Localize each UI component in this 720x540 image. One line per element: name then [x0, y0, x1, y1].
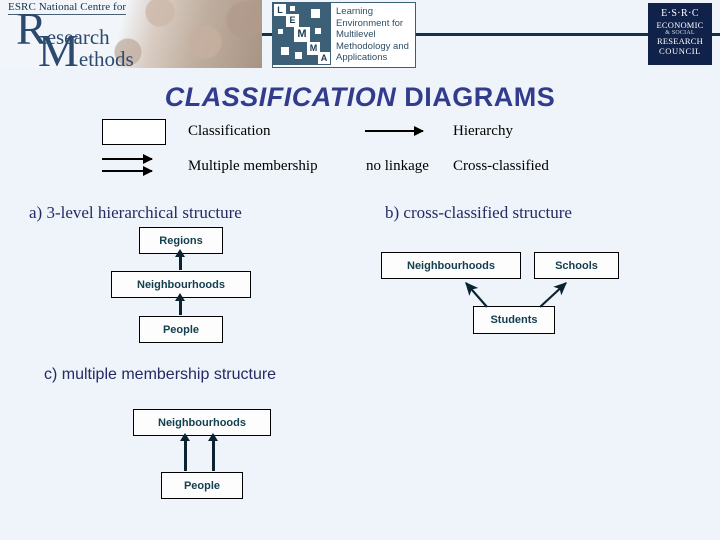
esrc-logo-line-5: COUNCIL	[659, 46, 701, 56]
lemma-letter-m1: M	[294, 27, 310, 42]
lemma-dot-4	[315, 28, 321, 34]
lemma-letter-m2: M	[307, 42, 320, 55]
lemma-letter-e: E	[286, 14, 299, 27]
lemma-dot-1	[290, 6, 295, 11]
esrc-logo-line-3: & SOCIAL	[665, 30, 695, 36]
legend-multiple-membership-arrow-icon-bottom	[102, 166, 153, 176]
legend-hierarchy-label: Hierarchy	[453, 123, 513, 139]
esrc-logo-line-4: RESEARCH	[657, 36, 703, 46]
legend-hierarchy-arrow-icon	[365, 126, 424, 136]
legend-no-linkage-label: no linkage	[366, 158, 429, 174]
lemma-dot-2	[311, 9, 320, 18]
esrc-logo-line-2: ECONOMIC	[656, 20, 704, 30]
slide-header: ESRC National Centre for Research Method…	[0, 0, 720, 68]
lemma-letter-l: L	[274, 4, 286, 16]
ncrm-logo-caption: ESRC National Centre for	[8, 1, 127, 15]
legend-cross-classified-label: Cross-classified	[453, 158, 549, 174]
diagram-a-arrow-neighbourhoods-to-regions	[175, 249, 185, 270]
legend-classification-label: Classification	[188, 123, 271, 139]
ncrm-logo-text-ethods: ethods	[78, 47, 134, 68]
lemma-logo-grid: L E M M A	[273, 3, 331, 65]
lemma-text-line-4: Methodology and	[336, 40, 409, 52]
slide-title-regular-part: DIAGRAMS	[396, 82, 556, 112]
lemma-dot-3	[278, 29, 283, 34]
ncrm-logo-letter-m: M	[38, 25, 79, 69]
diagram-b-node-students: Students	[473, 306, 555, 334]
diagram-c-arrow-people-to-neighbourhoods-right	[208, 433, 218, 471]
esrc-logo: E·S·R·C ECONOMIC & SOCIAL RESEARCH COUNC…	[648, 3, 712, 65]
esrc-logo-line-1: E·S·R·C	[661, 8, 699, 19]
diagram-a-arrow-people-to-neighbourhoods	[175, 293, 185, 315]
diagram-b-arrow-students-to-neighbourhoods	[465, 282, 488, 308]
lemma-text-line-3: Multilevel	[336, 29, 376, 41]
lemma-text-line-1: Learning	[336, 6, 373, 17]
section-a-caption: a) 3-level hierarchical structure	[29, 203, 242, 222]
section-b-caption: b) cross-classified structure	[385, 203, 572, 222]
diagram-c-node-people: People	[161, 472, 243, 499]
section-c-caption: c) multiple membership structure	[44, 366, 277, 383]
legend-classification-box-icon	[102, 119, 166, 145]
ncrm-logo-text-esearch: esearch	[46, 25, 110, 49]
slide-title-italic-part: CLASSIFICATION	[164, 82, 397, 112]
lemma-dot-5	[281, 47, 289, 55]
diagram-a-node-people: People	[139, 316, 223, 343]
lemma-logo: L E M M A Learning Environment for Multi…	[272, 2, 416, 68]
diagram-b-node-neighbourhoods: Neighbourhoods	[381, 252, 521, 279]
lemma-letter-a: A	[318, 52, 330, 64]
lemma-dot-6	[295, 52, 302, 59]
diagram-c-arrow-people-to-neighbourhoods-left	[180, 433, 190, 471]
lemma-text-line-5: Applications	[336, 52, 388, 64]
diagram-c-node-neighbourhoods: Neighbourhoods	[133, 409, 271, 436]
legend-multiple-membership-label: Multiple membership	[188, 158, 318, 174]
diagram-b-node-schools: Schools	[534, 252, 619, 279]
ncrm-research-methods-logo: ESRC National Centre for Research Method…	[0, 0, 262, 68]
lemma-logo-text: Learning Environment for Multilevel Meth…	[331, 3, 409, 67]
ncrm-logo-letter-r: R	[16, 3, 47, 54]
lemma-text-line-2: Environment for	[336, 17, 404, 29]
legend-multiple-membership-arrow-icon-top	[102, 154, 153, 164]
diagram-b-arrow-students-to-schools	[539, 282, 567, 308]
slide-title: CLASSIFICATION DIAGRAMS	[0, 82, 720, 113]
